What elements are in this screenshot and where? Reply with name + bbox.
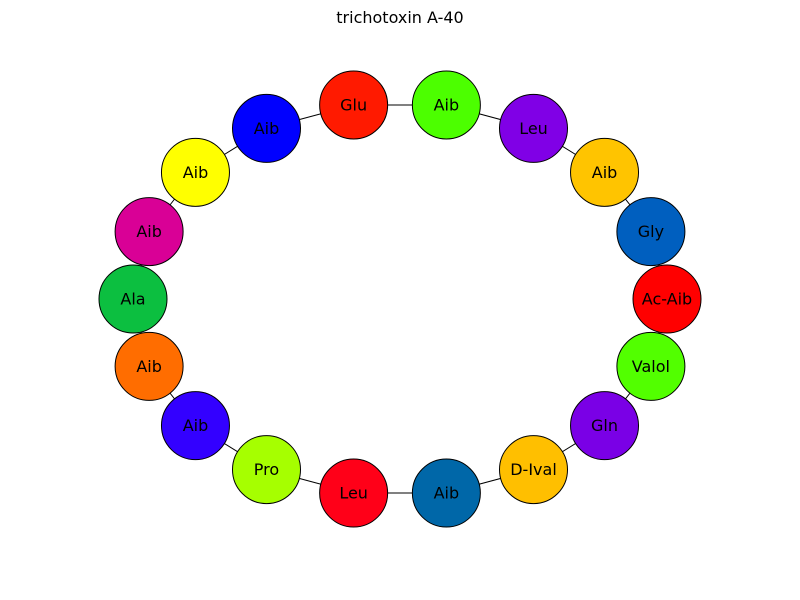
residue-circle: [499, 435, 568, 505]
residue-circle: [98, 264, 168, 334]
residue-circle: [632, 264, 702, 334]
residue-node: Leu: [499, 93, 568, 163]
residue-node: D-Ival: [499, 435, 568, 505]
residue-label: Ala: [120, 290, 145, 309]
residue-node: Valol: [616, 331, 686, 401]
residue-circle: [232, 435, 301, 505]
residue-node: Ala: [98, 264, 168, 334]
residue-label: Glu: [340, 95, 367, 114]
residue-label: Gln: [591, 416, 618, 435]
residue-circle: [160, 137, 230, 207]
residue-label: Aib: [592, 163, 618, 182]
residue-node: Aib: [411, 458, 481, 528]
residue-label: Pro: [254, 460, 279, 479]
residue-circle: [114, 331, 184, 401]
residue-node: Aib: [114, 331, 184, 401]
residue-label: Aib: [434, 484, 460, 503]
residue-label: Leu: [519, 119, 548, 138]
residue-node: Glu: [319, 70, 389, 140]
residue-node: Aib: [411, 70, 481, 140]
residue-circle: [411, 458, 481, 528]
residue-label: Valol: [632, 357, 670, 376]
residue-circle: [616, 197, 686, 267]
residue-circle: [570, 137, 640, 207]
residue-node: Leu: [319, 458, 389, 528]
residue-label: Aib: [136, 222, 162, 241]
residue-node: Aib: [570, 137, 640, 207]
residue-label: Gly: [638, 222, 664, 241]
residue-circle: [160, 391, 230, 461]
residue-circle: [411, 70, 481, 140]
residue-node: Pro: [232, 435, 301, 505]
residue-node: Gln: [570, 391, 640, 461]
residue-circle: [616, 331, 686, 401]
residue-label: Aib: [183, 163, 209, 182]
residue-node: Aib: [160, 391, 230, 461]
residue-label: Aib: [183, 416, 209, 435]
residue-node: Ac-Aib: [632, 264, 702, 334]
residue-node: Aib: [160, 137, 230, 207]
residue-label: Ac-Aib: [642, 290, 692, 309]
residue-label: Aib: [136, 357, 162, 376]
diagram-title: trichotoxin A-40: [336, 8, 464, 27]
residue-label: Aib: [254, 119, 280, 138]
residue-circle: [114, 197, 184, 267]
residue-node: Aib: [114, 197, 184, 267]
residue-circle: [570, 391, 640, 461]
residue-circle: [319, 70, 389, 140]
residue-label: D-Ival: [510, 460, 557, 479]
residue-circle: [319, 458, 389, 528]
residue-label: Aib: [434, 95, 460, 114]
residue-label: Leu: [339, 484, 368, 503]
residue-circle: [232, 93, 301, 163]
residue-node: Aib: [232, 93, 301, 163]
residue-circle: [499, 93, 568, 163]
residue-node: Gly: [616, 197, 686, 267]
residue-nodes: Ac-AibGlyAibLeuAibGluAibAibAibAlaAibAibP…: [98, 70, 702, 528]
